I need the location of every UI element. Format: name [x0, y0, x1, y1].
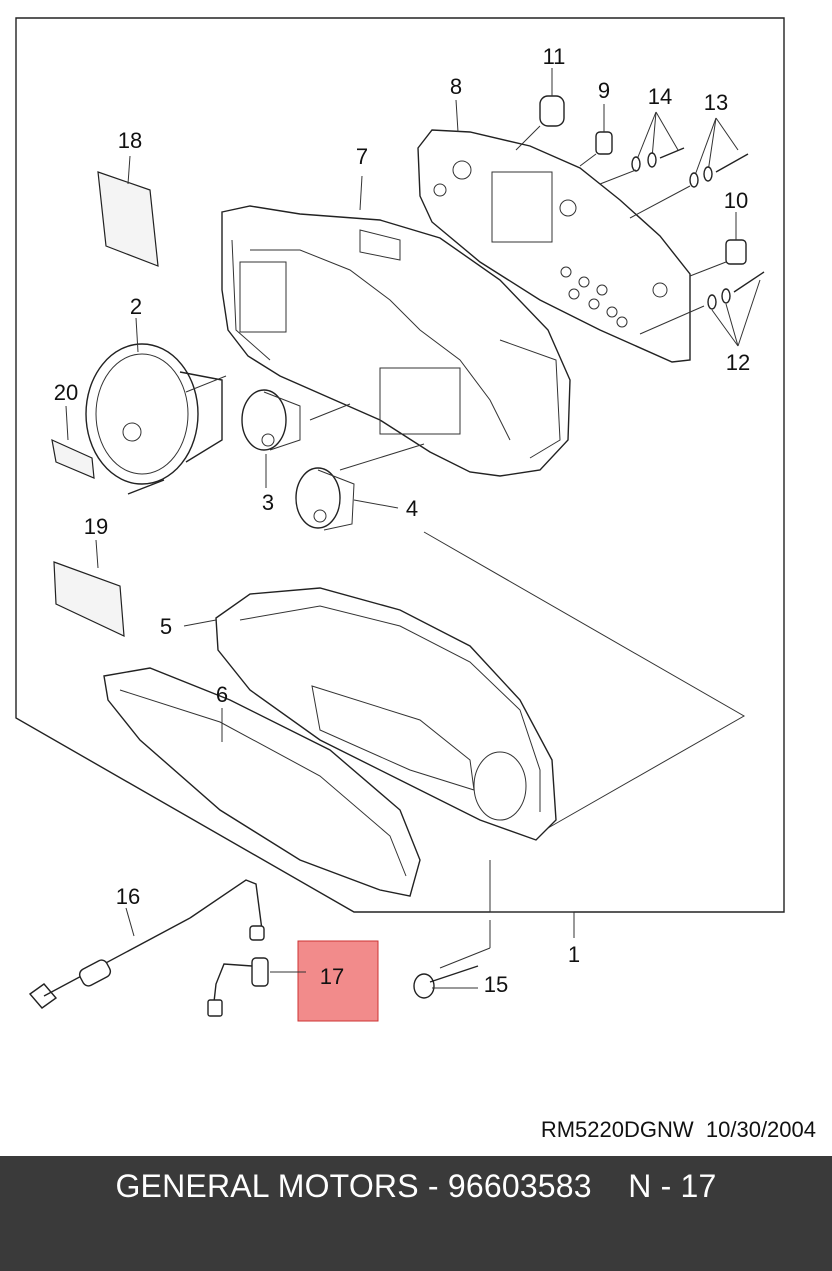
- screw-15: [413, 965, 479, 999]
- callout-9: 9: [598, 78, 610, 103]
- temperature-gauge: [241, 389, 301, 451]
- callout-11: 11: [543, 44, 566, 69]
- callout-8: 8: [450, 74, 462, 99]
- callout-2: 2: [130, 294, 142, 319]
- cluster-bezel: [215, 587, 557, 841]
- document-reference: RM5220DGNW 10/30/2004: [541, 1117, 816, 1143]
- bulb-11: [515, 68, 565, 151]
- callout-17: 17: [320, 964, 344, 989]
- callout-5: 5: [160, 614, 172, 639]
- cover-19: [53, 561, 125, 637]
- callout-16: 16: [116, 884, 140, 909]
- screw-set-14: [599, 111, 685, 185]
- callout-6: 6: [216, 682, 228, 707]
- speedometer: [85, 343, 223, 495]
- footer-text: GENERAL MOTORS - 96603583 N - 17: [115, 1168, 717, 1204]
- socket-10: [689, 212, 747, 277]
- callout-7: 7: [356, 144, 368, 169]
- housing-group-boundary: [423, 531, 746, 829]
- callout-3: 3: [262, 490, 274, 515]
- speed-sensor-17: [207, 957, 306, 1017]
- cluster-case: [221, 205, 571, 477]
- screw-set-12: [639, 271, 765, 347]
- fuel-gauge: [295, 467, 355, 531]
- leader-lines: [65, 99, 575, 969]
- callout-1: 1: [568, 942, 580, 967]
- circuit-board: [417, 129, 691, 363]
- cluster-lens: [103, 667, 421, 897]
- callout-15: 15: [484, 972, 508, 997]
- callout-10: 10: [724, 188, 748, 213]
- document-code: RM5220DGNW: [540, 1117, 694, 1142]
- callout-13: 13: [704, 90, 728, 115]
- footer-bar: GENERAL MOTORS - 96603583 N - 17: [0, 1156, 832, 1271]
- callout-18: 18: [118, 128, 142, 153]
- speed-sensor-cable-16: [28, 879, 265, 1009]
- exploded-parts-diagram: 1 2 3 4 5 6 7 8 9 10 11 12 13 14 15 16 1…: [15, 17, 785, 1022]
- callout-20: 20: [54, 380, 78, 405]
- document-date: 10/30/2004: [705, 1117, 816, 1142]
- callout-14: 14: [648, 84, 672, 109]
- cover-20: [51, 438, 95, 479]
- callout-4: 4: [406, 496, 418, 521]
- socket-9: [579, 104, 613, 167]
- callout-12: 12: [726, 350, 750, 375]
- footer-position: N - 17: [628, 1168, 717, 1204]
- footer-brand: GENERAL MOTORS: [115, 1168, 419, 1204]
- rear-cover-18: [97, 171, 159, 267]
- highlight-box-17: [297, 940, 379, 1022]
- screw-set-13: [629, 117, 749, 219]
- footer-part-number: 96603583: [447, 1168, 592, 1204]
- callout-19: 19: [84, 514, 108, 539]
